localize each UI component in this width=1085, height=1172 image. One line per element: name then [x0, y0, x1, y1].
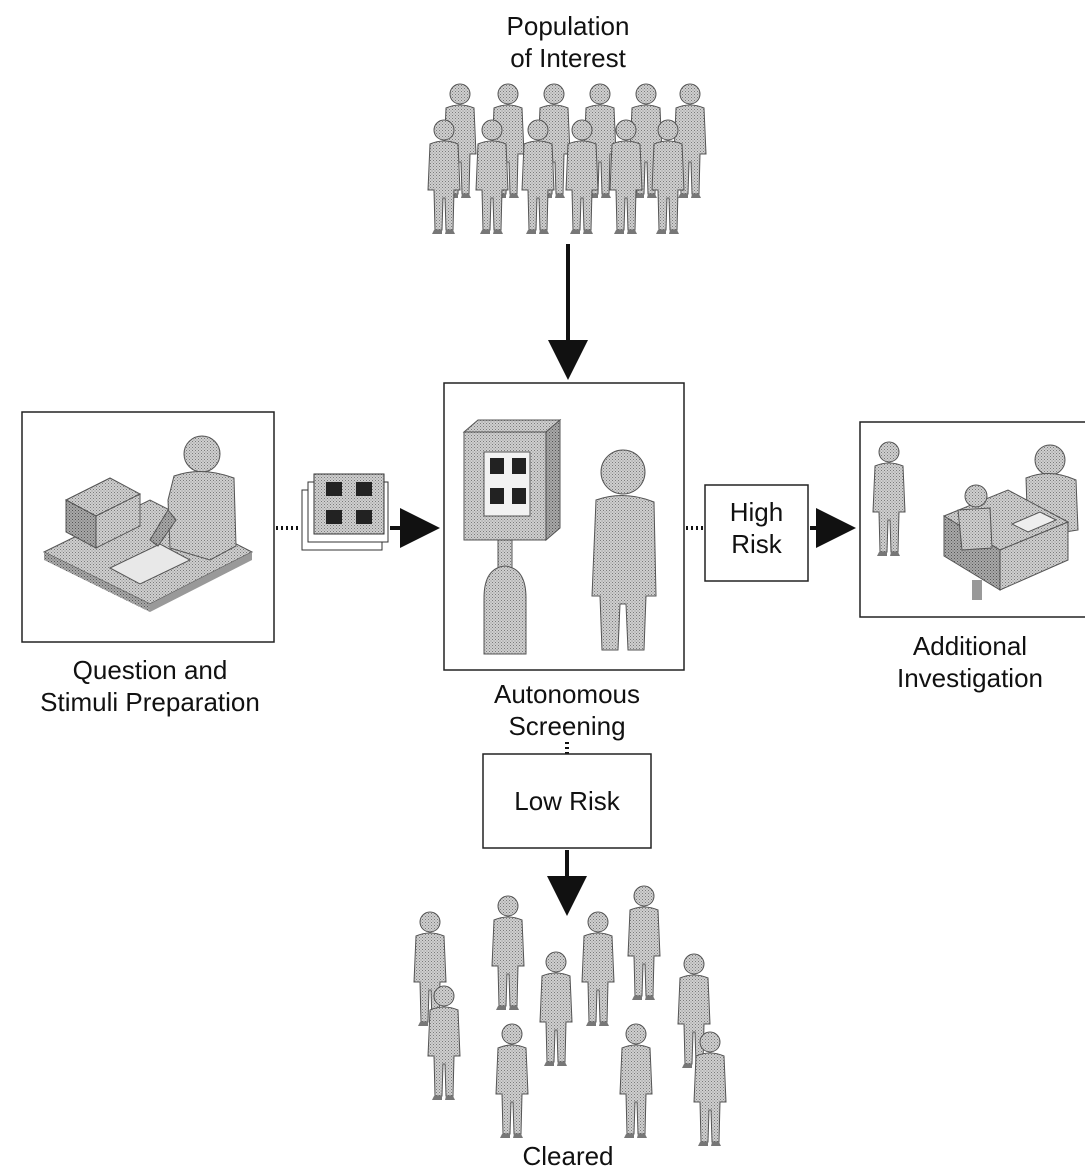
preparation-node [21, 411, 275, 643]
screening-kiosk-icon [462, 418, 562, 655]
cleared-label: Cleared [468, 1140, 668, 1172]
population-label-line2: of Interest [510, 43, 626, 73]
screening-label: Autonomous Screening [462, 678, 672, 742]
high-risk-label-line1: High [729, 497, 784, 527]
screening-label-line2: Screening [508, 711, 626, 741]
screening-node [443, 382, 685, 671]
population-label: Population of Interest [468, 10, 668, 74]
screening-label-line1: Autonomous [494, 679, 640, 709]
population-label-line1: Population [506, 11, 630, 41]
cleared-label-line1: Cleared [522, 1141, 614, 1171]
low-risk-box [482, 753, 652, 849]
seated-person-icon [149, 435, 237, 561]
interviewer-desk-icon [942, 444, 1079, 600]
low-risk-label: Low Risk [483, 785, 651, 817]
population-crowd [427, 83, 707, 235]
cleared-crowd [413, 885, 727, 1147]
preparation-label-line1: Question and [72, 655, 228, 685]
high-risk-box [704, 484, 809, 582]
investigation-label: Additional Investigation [860, 630, 1080, 694]
high-risk-label: High Risk [705, 496, 808, 560]
investigation-node [859, 421, 1085, 618]
preparation-label: Question and Stimuli Preparation [20, 654, 280, 718]
investigation-label-line2: Investigation [897, 663, 1043, 693]
stimuli-cards-icon [301, 473, 389, 551]
high-risk-label-line2: Risk [731, 529, 782, 559]
standing-person-icon [591, 449, 657, 651]
preparation-label-line2: Stimuli Preparation [40, 687, 260, 717]
low-risk-label-line1: Low Risk [514, 786, 620, 816]
investigation-label-line1: Additional [912, 631, 1028, 661]
